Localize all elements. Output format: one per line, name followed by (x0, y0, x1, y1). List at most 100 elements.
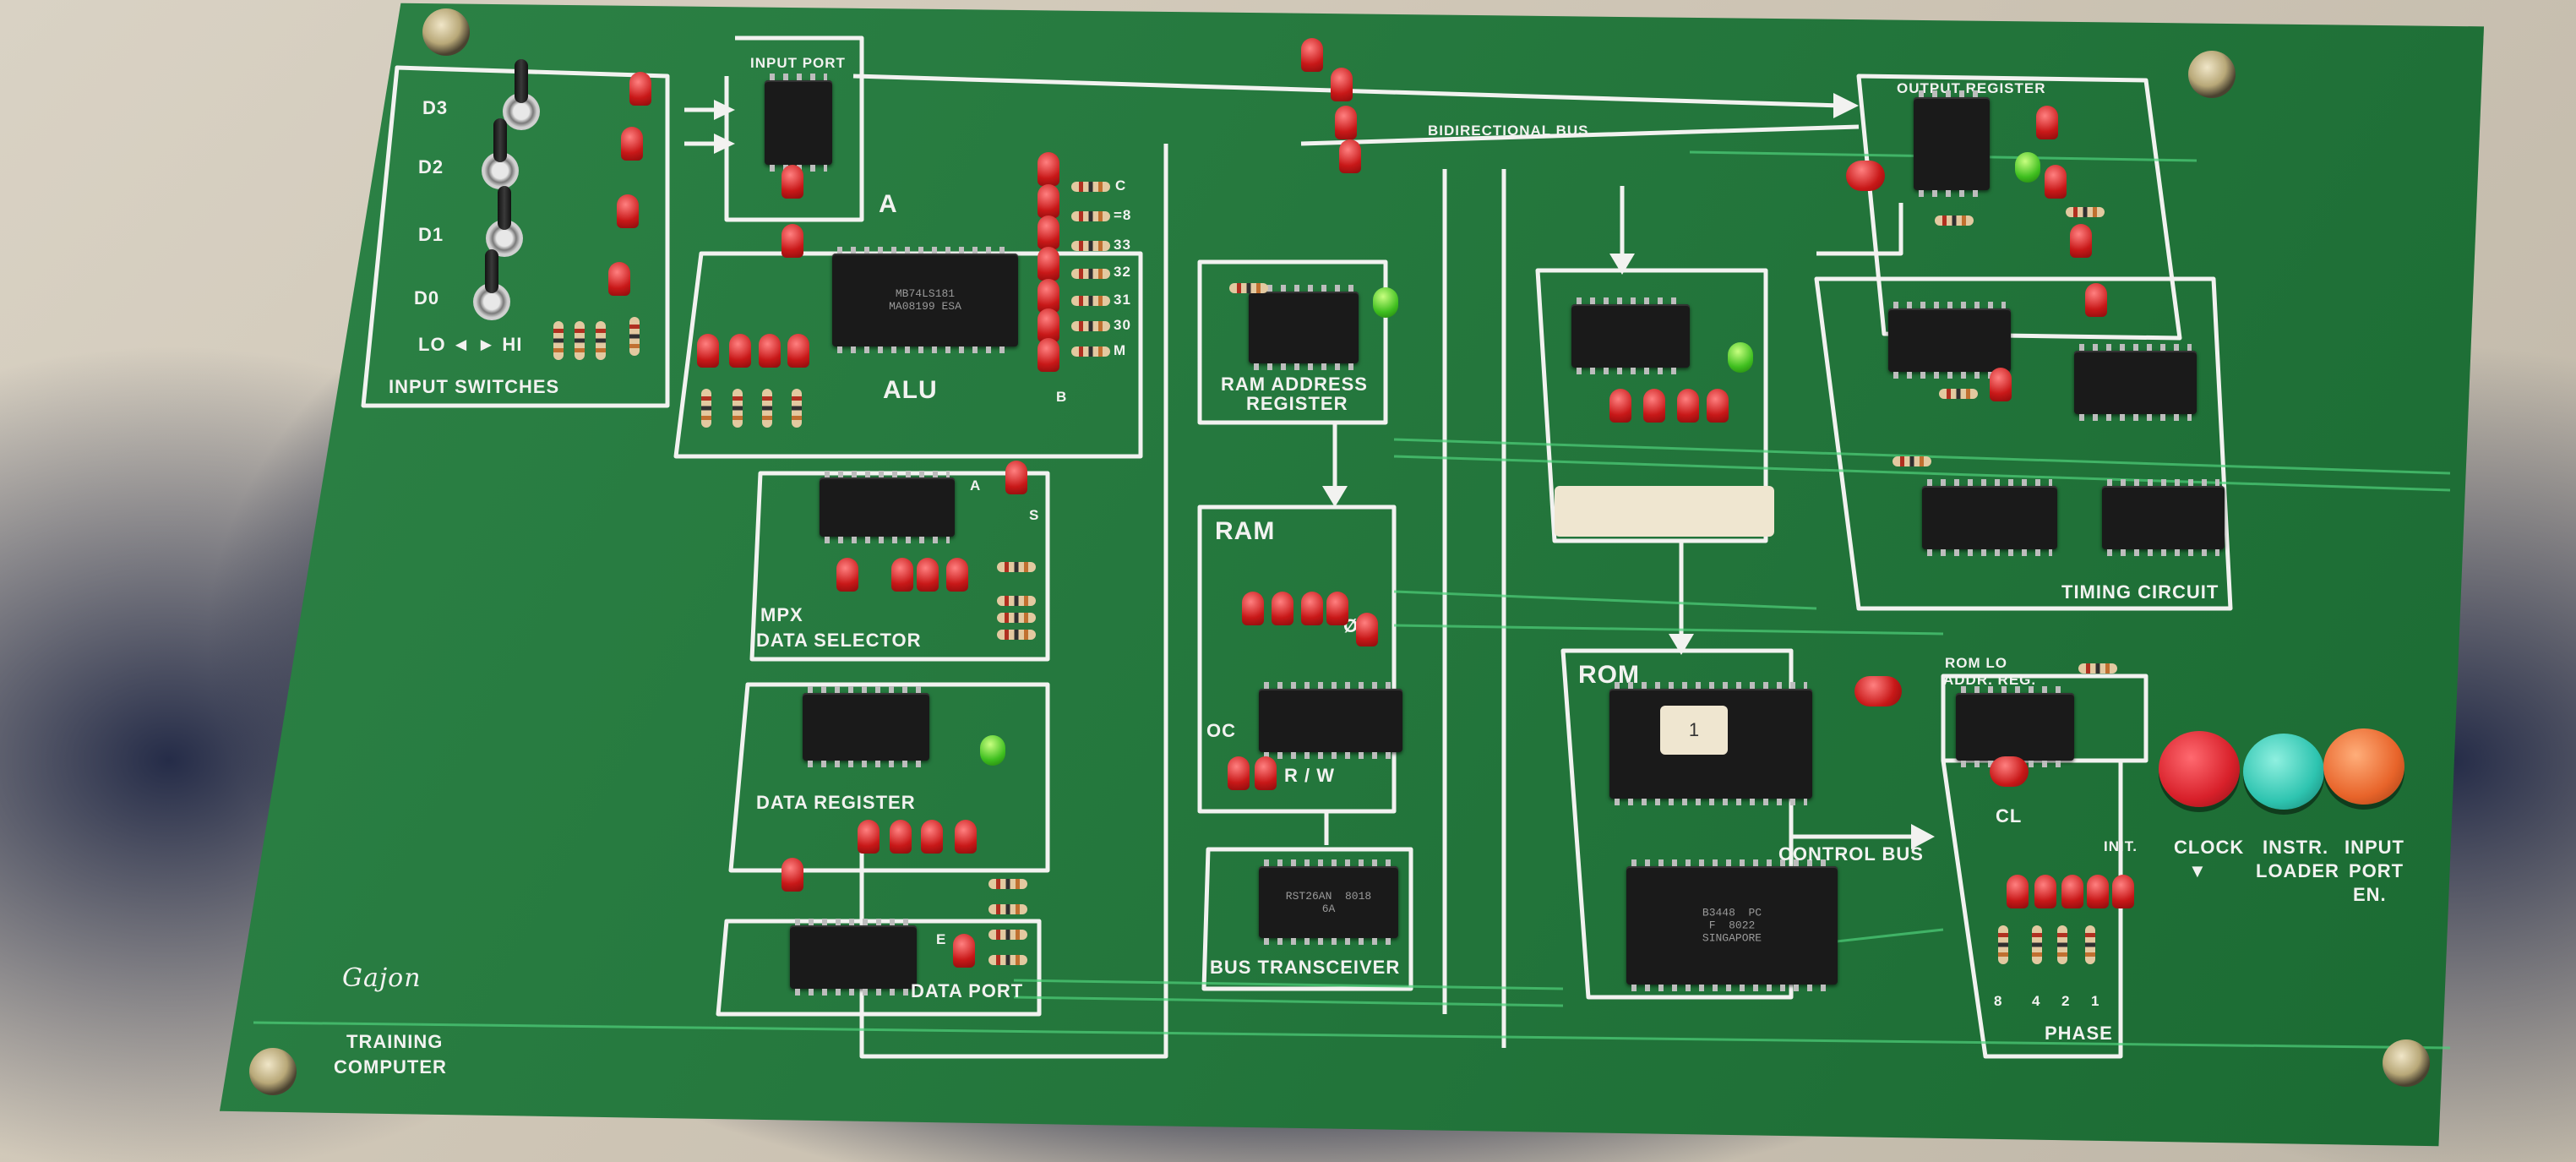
label-data-port-e: E (936, 931, 947, 947)
led-alu-a3 (759, 334, 781, 368)
label-input-switches: INPUT SWITCHES (389, 376, 560, 397)
led-mpx-1 (836, 558, 858, 592)
led-phase-4 (2034, 875, 2056, 908)
resistor-phase-3 (2057, 925, 2067, 964)
mpx-chip (820, 471, 955, 543)
led-mid-3 (1677, 389, 1699, 423)
led-mid-1 (1609, 389, 1631, 423)
resistor-input-3 (596, 321, 606, 360)
led-data-register-2 (890, 820, 912, 854)
resistor-alu-1 (1071, 182, 1110, 192)
label-timing-circuit: TIMING CIRCUIT (2061, 581, 2219, 603)
alu-bit-2: 33 (1114, 237, 1131, 253)
resistor-input-2 (575, 321, 585, 360)
input-port-en-button[interactable] (2323, 728, 2404, 805)
led-alu-1 (1037, 279, 1059, 313)
resistor-timing-1 (1939, 389, 1978, 399)
resistor-rom-addr (2078, 663, 2117, 674)
resistor-mpx-1 (997, 562, 1036, 572)
led-input-d1 (617, 194, 639, 228)
led-data-port-1 (782, 858, 803, 892)
toggle-switch-d2[interactable] (482, 118, 519, 189)
led-data-register-1 (858, 820, 880, 854)
resistor-mpx-3 (997, 613, 1036, 623)
resistor-alu-a-2 (732, 389, 743, 428)
led-mid-2 (1643, 389, 1665, 423)
data-register-chip (803, 686, 929, 767)
resistor-output-1 (1935, 215, 1974, 226)
brand-logo: Gajon (342, 963, 422, 993)
phase-bit-8: 8 (1994, 993, 2003, 1009)
label-rom-lo: ROM LO (1945, 655, 2007, 671)
label-addr-reg: ADDR. REG. (1943, 672, 2037, 688)
rom-sticker: 1 (1660, 706, 1728, 755)
label-input-en-2: PORT (2349, 860, 2404, 881)
led-mpx-s (1005, 461, 1027, 494)
label-input-port: INPUT PORT (750, 55, 846, 71)
resistor-phase-2 (2032, 925, 2042, 964)
toggle-switch-d0[interactable] (473, 249, 510, 320)
label-data-port: DATA PORT (911, 980, 1024, 1001)
led-data-register-green (980, 735, 1005, 766)
resistor-alu-6 (1071, 321, 1110, 331)
alu-bit-6: M (1114, 342, 1127, 358)
led-alu-c (1037, 152, 1059, 186)
resistor-dport-4 (988, 955, 1027, 965)
led-alu-a2 (729, 334, 751, 368)
led-output-1 (2036, 106, 2058, 139)
led-output-green (2015, 152, 2040, 183)
led-alu-2 (1037, 247, 1059, 281)
led-timing (1990, 368, 2012, 401)
led-phase-2 (2061, 875, 2083, 908)
bus-transceiver-chip-text: RST26AN 8018 6A (1285, 889, 1372, 915)
label-ram-rw: R / W (1284, 765, 1335, 786)
led-mpx-3 (917, 558, 939, 592)
alu-bit-1: =8 (1114, 207, 1132, 223)
resistor-alu-3 (1071, 241, 1110, 251)
phase-bit-1: 1 (2091, 993, 2100, 1009)
label-d3: D3 (422, 97, 449, 118)
led-ram-zero (1356, 613, 1378, 646)
led-ram-address-green (1373, 287, 1398, 318)
led-input-port-1 (782, 165, 803, 199)
clock-button[interactable] (2159, 731, 2240, 807)
resistor-alu-4 (1071, 269, 1110, 279)
led-bus-top-3 (1335, 106, 1357, 139)
led-input-port-2 (782, 224, 803, 258)
resistor-alu-5 (1071, 296, 1110, 306)
resistor-timing-2 (1893, 456, 1931, 466)
led-input-d3 (629, 72, 651, 106)
led-data-port-e (953, 934, 975, 968)
standoff-bottom-left (249, 1048, 297, 1095)
led-ram-rw-2 (1255, 756, 1277, 790)
resistor-dport-2 (988, 904, 1027, 914)
instr-loader-button[interactable] (2243, 734, 2324, 810)
label-lo-hi: LO ◄ ► HI (418, 334, 523, 355)
label-ram-address: RAM ADDRESS (1221, 374, 1368, 395)
label-input-en-1: INPUT (2345, 837, 2404, 858)
output-register-chip (1914, 90, 1990, 197)
led-alu-m (1037, 338, 1059, 372)
resistor-alu-7 (1071, 346, 1110, 357)
label-clock-arrow: ▼ (2188, 860, 2208, 881)
toggle-switch-d3[interactable] (503, 59, 540, 130)
led-ram-3 (1301, 592, 1323, 625)
standoff-top-right (2188, 51, 2236, 98)
resistor-alu-a-3 (762, 389, 772, 428)
rom-chip-2: B3448 PC F 8022 SINGAPORE (1626, 859, 1838, 991)
led-input-d0 (608, 262, 630, 296)
label-instr: INSTR. (2263, 837, 2329, 858)
resistor-mpx-4 (997, 630, 1036, 640)
resistor-input-1 (553, 321, 564, 360)
led-phase-1 (2087, 875, 2109, 908)
label-control-bus: CONTROL BUS (1778, 843, 1924, 865)
led-ram-4 (1326, 592, 1348, 625)
label-d0: D0 (414, 287, 440, 308)
led-output-3 (2070, 224, 2092, 258)
label-input-en-3: EN. (2353, 884, 2387, 905)
ram-chip (1259, 682, 1402, 759)
alu-chip: MB74LS181 MA08199 ESA (832, 247, 1018, 353)
led-output-4 (2085, 283, 2107, 317)
timing-chip-4 (2102, 479, 2225, 556)
label-mpx-a: A (970, 477, 982, 494)
